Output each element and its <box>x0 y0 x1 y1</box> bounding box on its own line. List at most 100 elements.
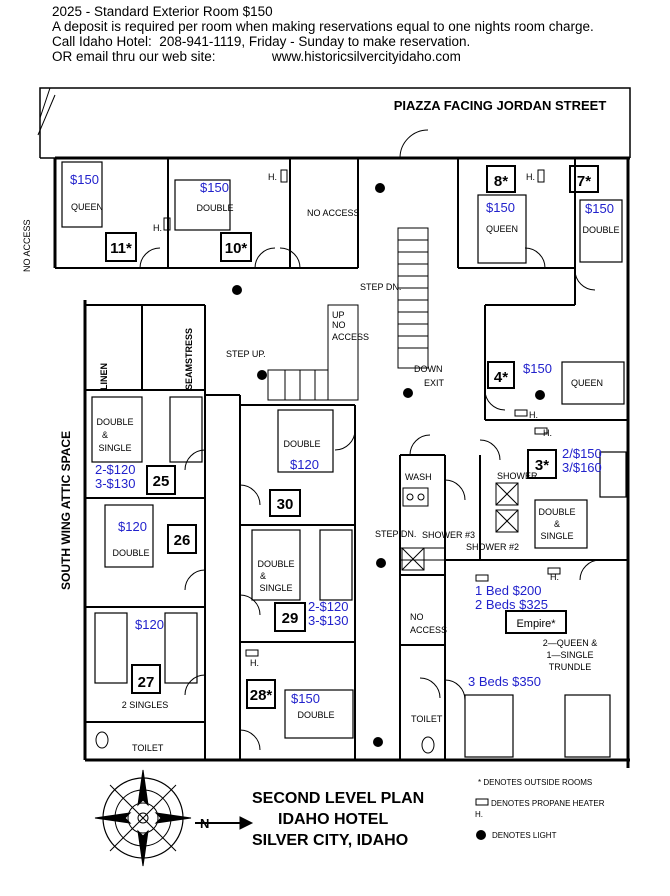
light-icon <box>232 285 242 295</box>
room-3-bed-1: DOUBLE <box>538 507 575 517</box>
heater-label: H. <box>250 658 259 668</box>
room-8-price: $150 <box>486 200 515 215</box>
room-7-bed: DOUBLE <box>582 225 619 235</box>
room-3-price-1: 2/$150 <box>562 446 602 461</box>
room-30-bed: DOUBLE <box>283 439 320 449</box>
compass: N 3 <box>94 769 254 867</box>
step-up-label: STEP UP. <box>226 349 266 359</box>
legend-light: DENOTES LIGHT <box>492 831 557 840</box>
room-3-bed-3: SINGLE <box>540 531 573 541</box>
room-8-number: 8* <box>494 173 508 190</box>
room-4-bed: QUEEN <box>571 378 603 388</box>
toilet-right-label: TOILET <box>411 714 443 724</box>
room-29-price-2: 3-$130 <box>308 613 348 628</box>
room-28-number: 28* <box>250 687 273 704</box>
room-25-bed-3: SINGLE <box>98 443 131 453</box>
room-29-number: 29 <box>282 610 299 627</box>
room-25-bed-1: DOUBLE <box>96 417 133 427</box>
room-29-bed-3: SINGLE <box>259 583 292 593</box>
up-label: UP <box>332 310 345 320</box>
header-line-3: Call Idaho Hotel: 208-941-1119, Friday -… <box>52 34 471 49</box>
shower-2-label: SHOWER #2 <box>466 542 519 552</box>
doors <box>139 247 601 751</box>
light-icon <box>375 183 385 193</box>
no-access-mid-label-2: ACCESS <box>410 625 447 635</box>
room-7-number: 7* <box>577 173 591 190</box>
light-icon <box>403 388 413 398</box>
top-rooms <box>55 158 628 421</box>
title-line-3: SILVER CITY, IDAHO <box>252 832 408 849</box>
beds <box>61 161 627 758</box>
room-10-number: 10* <box>225 240 248 257</box>
empire-price-1: 1 Bed $200 <box>475 583 542 598</box>
heater-label: H. <box>543 428 552 438</box>
heater-label: H. <box>529 410 538 420</box>
room-27-price: $120 <box>135 617 164 632</box>
room-11-number: 11* <box>110 240 132 257</box>
room-26-price: $120 <box>118 519 147 534</box>
wash-label: WASH <box>405 472 432 482</box>
room-29-price-1: 2-$120 <box>308 599 348 614</box>
toilet-left-label: TOILET <box>132 743 164 753</box>
room-30-number: 30 <box>277 496 294 513</box>
room-29-bed-1: DOUBLE <box>257 559 294 569</box>
room-11-price: $150 <box>70 172 99 187</box>
shower-label: SHOWER <box>497 471 538 481</box>
empire-price-3: 3 Beds $350 <box>468 674 541 689</box>
step-dn-label-2: STEP DN. <box>375 529 416 539</box>
room-25-number: 25 <box>153 473 170 490</box>
no-access-label: NO ACCESS <box>307 208 360 218</box>
empire-name: Empire* <box>516 618 556 630</box>
legend-heater: DENOTES PROPANE HEATER <box>491 799 605 808</box>
seamstress-label: SEAMSTRESS <box>184 328 194 390</box>
room-26-bed: DOUBLE <box>112 548 149 558</box>
room-3-bed-2: & <box>554 519 560 529</box>
stairs <box>267 227 446 576</box>
propane-heaters <box>163 169 561 657</box>
room-26-number: 26 <box>174 532 191 549</box>
fixtures <box>95 482 519 754</box>
light-icon <box>376 558 386 568</box>
south-wing-label: SOUTH WING ATTIC SPACE <box>59 431 73 590</box>
room-10-price: $150 <box>200 180 229 195</box>
empire-price-2: 2 Beds $325 <box>475 597 548 612</box>
empire-bed-1: 2—QUEEN & <box>543 638 598 648</box>
heater-label: H. <box>153 223 162 233</box>
room-29-bed-2: & <box>260 571 266 581</box>
linen-label: LINEN <box>99 363 109 390</box>
no-access-mid-label-1: NO <box>410 612 424 622</box>
up-access-label: ACCESS <box>332 332 369 342</box>
lights <box>232 183 545 747</box>
room-25-bed-2: & <box>102 430 108 440</box>
piazza: PIAZZA FACING JORDAN STREET <box>37 87 631 159</box>
room-28-price: $150 <box>291 691 320 706</box>
header-line-4: OR email thru our web site: www.historic… <box>52 49 461 64</box>
exit-label: EXIT <box>424 378 445 388</box>
empire-bed-3: TRUNDLE <box>549 662 592 672</box>
room-number-boxes <box>105 165 599 709</box>
left-wing <box>85 304 356 760</box>
outer-walls <box>53 156 630 768</box>
piazza-label: PIAZZA FACING JORDAN STREET <box>394 98 607 113</box>
right-rooms <box>399 454 628 760</box>
room-3-number: 3* <box>535 457 549 474</box>
compass-num: 3 <box>141 843 146 852</box>
room-28-bed: DOUBLE <box>297 710 334 720</box>
down-label: DOWN <box>414 364 443 374</box>
no-access-left-label: NO ACCESS <box>22 219 32 272</box>
room-4-price: $150 <box>523 361 552 376</box>
header-line-2: A deposit is required per room when maki… <box>52 19 594 34</box>
header-line-1: 2025 - Standard Exterior Room $150 <box>52 4 273 19</box>
light-icon <box>373 737 383 747</box>
room-8-bed: QUEEN <box>486 224 518 234</box>
title-block: SECOND LEVEL PLAN IDAHO HOTEL SILVER CIT… <box>252 790 424 849</box>
compass-north: N <box>200 816 209 831</box>
room-7-price: $150 <box>585 201 614 216</box>
step-dn-label: STEP DN. <box>360 282 401 292</box>
room-25-price-1: 2-$120 <box>95 462 135 477</box>
heater-label: H. <box>550 572 559 582</box>
legend: * DENOTES OUTSIDE ROOMS DENOTES PROPANE … <box>475 778 605 840</box>
heater-label: H. <box>268 172 277 182</box>
room-4-number: 4* <box>494 369 508 386</box>
